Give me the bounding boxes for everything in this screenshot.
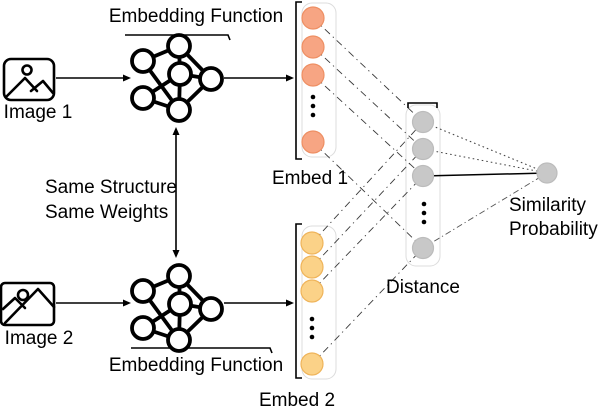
distance-dot	[411, 164, 435, 188]
embed2-bracket	[295, 223, 302, 379]
embedding-function-label-bottom: Embedding Function	[109, 355, 283, 376]
embed2-dot	[300, 279, 324, 303]
distance-label: Distance	[386, 277, 460, 298]
embed2-to-distance-lines	[311, 121, 424, 365]
vertical-ellipsis-icon	[421, 201, 427, 225]
distance-to-similarity-lines	[422, 121, 548, 249]
image1-label: Image 1	[4, 102, 73, 123]
vertical-ellipsis-icon	[309, 316, 315, 340]
embed1-dot	[301, 6, 325, 30]
distance-bracket	[407, 102, 438, 108]
distance-dot	[411, 137, 435, 161]
embed1-vector	[301, 6, 325, 154]
embed1-dot	[301, 35, 325, 59]
embed2-vector	[300, 231, 324, 376]
image1-to-network-arrow	[56, 74, 131, 82]
embed1-vector-box	[301, 2, 337, 158]
embed2-vector-box	[301, 225, 337, 380]
image-icon	[2, 57, 56, 102]
similarity-probability-label-line1: Similarity	[509, 195, 587, 216]
embedding-function-top-underline	[125, 34, 231, 41]
embed2-dot	[300, 255, 324, 279]
embed1-dot	[301, 63, 325, 87]
embed2-label: Embed 2	[259, 390, 335, 410]
same-structure-label: Same Structure	[45, 177, 177, 198]
embed1-label: Embed 1	[272, 168, 348, 189]
embed1-bracket	[295, 1, 302, 160]
embed2-dot	[300, 231, 324, 255]
neural-network-icon	[130, 263, 224, 353]
distance-dot	[411, 110, 435, 134]
image-icon	[0, 281, 56, 327]
distance-dot	[411, 236, 435, 260]
image2-label: Image 2	[5, 328, 74, 349]
embed2-dot	[300, 352, 324, 376]
embedding-function-label-top: Embedding Function	[109, 6, 283, 27]
image2-to-network-arrow	[56, 299, 131, 307]
same-weights-label: Same Weights	[45, 202, 168, 223]
similarity-node	[536, 162, 558, 184]
network2-to-embed2-arrow	[224, 299, 294, 307]
similarity-probability-label-line2: Probability	[509, 219, 598, 240]
vertical-ellipsis-icon	[310, 94, 316, 118]
embed1-dot	[301, 130, 325, 154]
shared-weights-double-arrow	[172, 127, 180, 258]
distance-vector	[411, 110, 435, 260]
distance-vector-box	[405, 104, 441, 267]
embedding-function-bottom-overline	[131, 347, 273, 354]
network1-to-embed1-arrow	[224, 74, 294, 82]
embed1-to-distance-lines	[312, 17, 424, 249]
neural-network-icon	[130, 33, 224, 123]
